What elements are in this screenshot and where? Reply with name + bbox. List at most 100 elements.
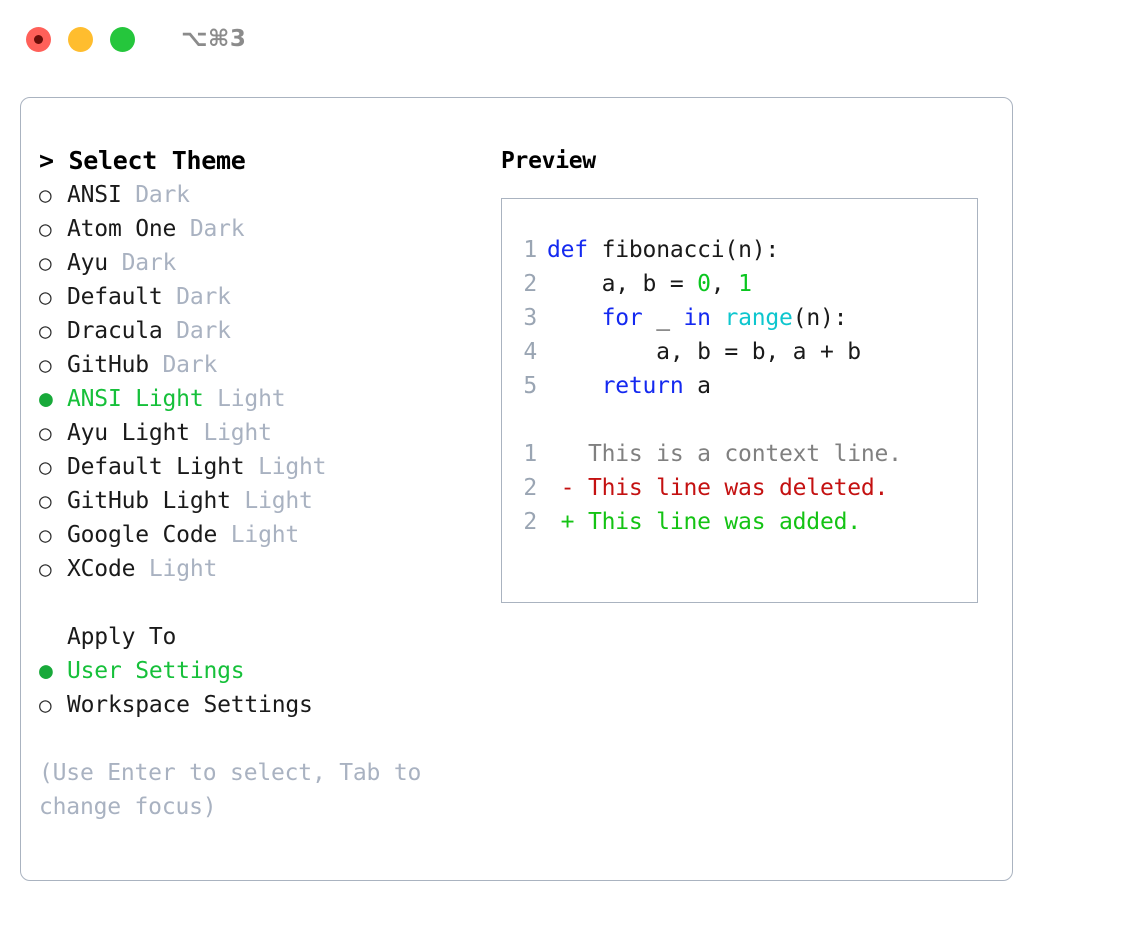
radio-unselected-icon[interactable]: ○ [39,455,52,479]
theme-variant-badge: Dark [162,318,231,344]
theme-list-item[interactable]: ○Default Light Light [39,450,501,484]
title-bar: ⌥⌘3 [0,0,1140,78]
theme-name: Ayu Light [67,420,190,446]
theme-variant-badge: Light [230,488,313,514]
theme-name: GitHub [67,352,149,378]
theme-list-item[interactable]: ○ANSI Dark [39,178,501,212]
keyboard-shortcut-label: ⌥⌘3 [181,26,247,52]
theme-picker-column: > Select Theme ○ANSI Dark○Atom One Dark○… [21,98,501,880]
radio-unselected-icon[interactable]: ○ [39,251,52,275]
apply-to-option-label: User Settings [67,658,245,684]
minimize-button-icon[interactable] [68,26,93,52]
radio-unselected-icon[interactable]: ○ [39,489,52,513]
theme-list-item[interactable]: ○ Dracula Dark [39,314,501,348]
code-token: range [724,305,793,331]
radio-unselected-icon[interactable]: ○ [39,353,52,377]
theme-name: Dracula [67,318,163,344]
theme-list-item[interactable]: ● ANSI Light Light [39,382,501,416]
theme-name: Default [67,284,163,310]
theme-list-item[interactable]: ○Ayu Light Light [39,416,501,450]
theme-list-item[interactable]: ○ GitHub Light Light [39,484,501,518]
theme-name: XCode [67,556,136,582]
theme-list-item[interactable]: ○ Ayu Dark [39,246,501,280]
apply-to-label: Apply To [67,624,177,650]
line-number: 5 [523,373,537,399]
radio-unselected-icon[interactable]: ○ [39,693,52,717]
radio-unselected-icon[interactable]: ○ [39,557,52,581]
radio-selected-icon[interactable]: ● [39,658,53,684]
diff-line: 1 This is a context line. [502,437,977,471]
theme-variant-badge: Light [244,454,327,480]
diff-line: 2 - This line was deleted. [502,471,977,505]
apply-to-list: ● User Settings ○Workspace Settings [39,654,501,722]
theme-variant-badge: Dark [162,284,231,310]
radio-unselected-icon[interactable]: ○ [39,285,52,309]
line-number: 1 [523,441,537,467]
code-token: fibonacci(n): [587,237,780,263]
code-token: a [683,373,711,399]
line-number: 3 [523,305,537,331]
apply-to-option[interactable]: ● User Settings [39,654,501,688]
theme-list-item[interactable]: ○ Google Code Light [39,518,501,552]
theme-list: ○ANSI Dark○Atom One Dark○Ayu Dark○Defaul… [39,178,501,586]
theme-variant-badge: Light [203,386,286,412]
code-token: 1 [738,271,752,297]
code-line: 4 a, b = b, a + b [502,335,977,369]
code-token: for [601,305,643,331]
theme-name: GitHub Light [67,488,231,514]
theme-variant-badge: Light [135,556,218,582]
line-number: 4 [523,339,537,365]
diff-sample: 1 This is a context line.2 - This line w… [502,437,977,539]
radio-unselected-icon[interactable]: ○ [39,183,52,207]
code-token: return [601,373,684,399]
maximize-button-icon[interactable] [110,26,135,52]
diff-line: 2 + This line was added. [502,505,977,539]
window-controls [26,26,135,52]
apply-to-option[interactable]: ○Workspace Settings [39,688,501,722]
radio-unselected-icon[interactable]: ○ [39,421,52,445]
close-icon-core [34,34,43,44]
radio-unselected-icon[interactable]: ○ [39,319,52,343]
theme-list-item[interactable]: ○ XCode Light [39,552,501,586]
code-token: + This line was added. [547,509,861,535]
line-number: 1 [523,237,537,263]
theme-variant-badge: Dark [107,250,177,276]
theme-name: ANSI Light [67,386,204,412]
theme-name: Google Code [67,522,218,548]
close-button-icon[interactable] [26,26,51,52]
code-token [711,305,725,331]
code-token: 0 [697,271,711,297]
theme-list-item[interactable]: ○ Atom One Dark [39,212,501,246]
code-token: a, b = [547,271,698,297]
theme-list-item[interactable]: ○ Default Dark [39,280,501,314]
radio-unselected-icon[interactable]: ○ [39,217,52,241]
code-line: 5 return a [502,369,977,403]
theme-variant-badge: Dark [176,216,245,242]
code-token: , [710,271,739,297]
radio-selected-icon[interactable]: ● [39,386,53,412]
theme-name: Ayu [67,250,108,276]
code-token: (n): [792,305,848,331]
code-token: This is a context line. [547,441,902,467]
code-token [547,305,602,331]
line-number: 2 [523,271,537,297]
radio-unselected-icon[interactable]: ○ [39,523,52,547]
code-line: 2 a, b = 0, 1 [502,267,977,301]
line-number: 2 [523,509,537,535]
code-diff-separator [502,403,977,437]
code-token [547,373,602,399]
theme-name: Atom One [67,216,177,242]
theme-variant-badge: Light [217,522,300,548]
keyboard-hint: (Use Enter to select, Tab to change focu… [39,760,422,820]
theme-list-item[interactable]: ○GitHub Dark [39,348,501,382]
code-token: - This line was deleted. [547,475,889,501]
line-number: 2 [523,475,537,501]
main-panel: > Select Theme ○ANSI Dark○Atom One Dark○… [20,97,1013,881]
code-token: in [683,305,711,331]
preview-title: Preview [501,148,596,174]
theme-variant-badge: Dark [121,182,190,208]
code-line: 3 for _ in range(n): [502,301,977,335]
